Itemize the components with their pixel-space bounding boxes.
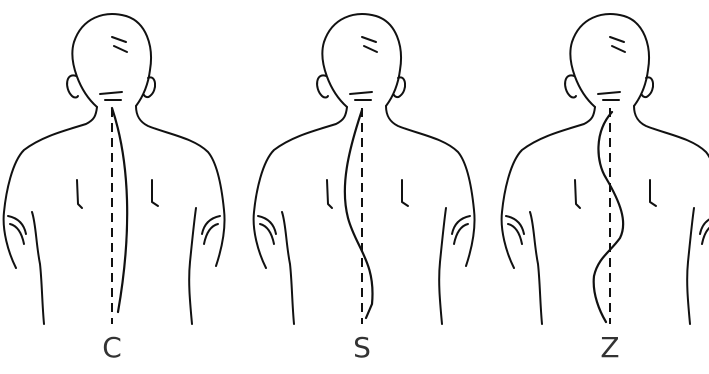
label-c: C (82, 334, 142, 362)
figure-z (502, 14, 709, 324)
label-s: S (332, 334, 392, 362)
figure-s (254, 14, 475, 324)
figure-c (4, 14, 225, 324)
spine-curve-z (594, 112, 623, 322)
label-z: Z (580, 334, 640, 362)
spine-curve-s (345, 110, 373, 318)
spine-curve-c (112, 108, 127, 312)
